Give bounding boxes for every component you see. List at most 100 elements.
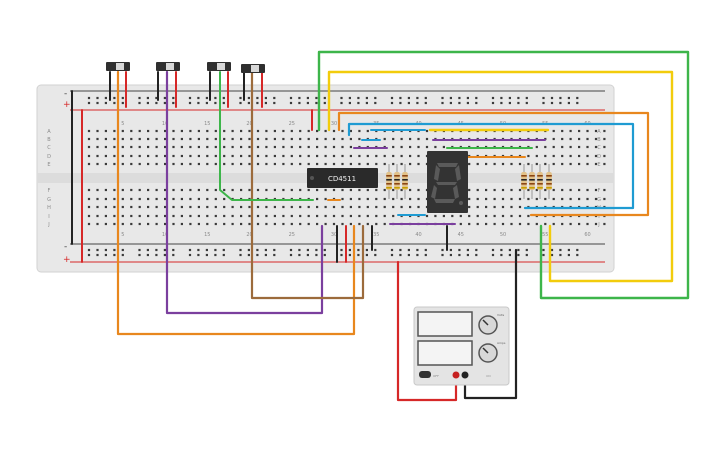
breadboard-hole[interactable]	[552, 222, 555, 226]
breadboard-hole[interactable]	[172, 137, 175, 141]
breadboard-hole[interactable]	[316, 197, 319, 201]
breadboard-hole[interactable]	[348, 96, 351, 100]
breadboard-hole[interactable]	[273, 248, 276, 252]
breadboard-hole[interactable]	[306, 101, 309, 105]
breadboard-hole[interactable]	[561, 188, 564, 192]
breadboard-hole[interactable]	[172, 222, 175, 226]
breadboard-hole[interactable]	[121, 145, 124, 149]
breadboard-hole[interactable]	[121, 154, 124, 158]
slide-switch[interactable]	[207, 62, 231, 71]
breadboard-hole[interactable]	[341, 145, 344, 149]
breadboard-hole[interactable]	[113, 129, 116, 133]
breadboard-hole[interactable]	[273, 96, 276, 100]
breadboard-hole[interactable]	[434, 214, 437, 218]
breadboard-hole[interactable]	[307, 222, 310, 226]
breadboard-hole[interactable]	[306, 96, 309, 100]
breadboard-hole[interactable]	[113, 137, 116, 141]
breadboard-hole[interactable]	[189, 129, 192, 133]
breadboard-hole[interactable]	[273, 137, 276, 141]
breadboard-hole[interactable]	[180, 145, 183, 149]
breadboard-hole[interactable]	[409, 154, 412, 158]
breadboard-hole[interactable]	[87, 137, 91, 141]
breadboard-hole[interactable]	[239, 96, 242, 100]
breadboard-hole[interactable]	[400, 154, 403, 158]
breadboard-hole[interactable]	[544, 222, 547, 226]
breadboard-hole[interactable]	[231, 222, 234, 226]
breadboard-hole[interactable]	[214, 214, 217, 218]
breadboard-hole[interactable]	[485, 188, 488, 192]
breadboard-hole[interactable]	[240, 154, 243, 158]
breadboard-hole[interactable]	[189, 154, 192, 158]
breadboard-hole[interactable]	[567, 96, 570, 100]
breadboard-hole[interactable]	[399, 96, 402, 100]
breadboard-hole[interactable]	[493, 162, 496, 166]
breadboard-hole[interactable]	[113, 253, 116, 257]
breadboard-hole[interactable]	[87, 96, 91, 100]
breadboard-hole[interactable]	[146, 248, 149, 252]
breadboard-hole[interactable]	[358, 222, 361, 226]
breadboard-hole[interactable]	[172, 145, 175, 149]
breadboard-hole[interactable]	[518, 205, 522, 209]
breadboard-hole[interactable]	[366, 129, 369, 133]
breadboard-hole[interactable]	[87, 154, 91, 158]
breadboard-hole[interactable]	[366, 205, 369, 209]
breadboard-hole[interactable]	[491, 101, 495, 105]
breadboard-hole[interactable]	[264, 248, 267, 252]
breadboard-hole[interactable]	[416, 96, 419, 100]
wire-black-supply[interactable]	[463, 248, 518, 400]
breadboard-hole[interactable]	[205, 101, 208, 105]
breadboard-hole[interactable]	[172, 96, 175, 100]
breadboard-hole[interactable]	[206, 197, 209, 201]
breadboard-hole[interactable]	[298, 101, 301, 105]
breadboard-hole[interactable]	[172, 253, 175, 257]
breadboard-hole[interactable]	[273, 222, 276, 226]
breadboard-hole[interactable]	[594, 137, 598, 141]
breadboard-hole[interactable]	[231, 214, 234, 218]
breadboard-hole[interactable]	[542, 96, 545, 100]
resistor[interactable]	[402, 164, 408, 199]
breadboard-hole[interactable]	[315, 96, 318, 100]
breadboard-hole[interactable]	[273, 253, 276, 257]
breadboard-hole[interactable]	[375, 214, 378, 218]
positive-terminal[interactable]	[452, 371, 460, 379]
breadboard-hole[interactable]	[282, 129, 285, 133]
breadboard-hole[interactable]	[357, 248, 360, 252]
breadboard-hole[interactable]	[87, 162, 91, 166]
breadboard-hole[interactable]	[374, 253, 377, 257]
breadboard-hole[interactable]	[493, 222, 496, 226]
breadboard-hole[interactable]	[324, 145, 327, 149]
breadboard-hole[interactable]	[392, 137, 395, 141]
breadboard-hole[interactable]	[206, 214, 209, 218]
breadboard-hole[interactable]	[172, 129, 175, 133]
breadboard-hole[interactable]	[214, 188, 217, 192]
breadboard-hole[interactable]	[324, 154, 327, 158]
breadboard-hole[interactable]	[256, 214, 260, 218]
breadboard-hole[interactable]	[603, 145, 606, 149]
breadboard-hole[interactable]	[485, 205, 488, 209]
breadboard-hole[interactable]	[206, 137, 209, 141]
breadboard-hole[interactable]	[223, 137, 226, 141]
breadboard-hole[interactable]	[306, 253, 309, 257]
breadboard-hole[interactable]	[407, 248, 410, 252]
breadboard-hole[interactable]	[501, 162, 505, 166]
breadboard-hole[interactable]	[586, 162, 589, 166]
breadboard-hole[interactable]	[138, 214, 141, 218]
breadboard-hole[interactable]	[87, 188, 91, 192]
breadboard-hole[interactable]	[578, 188, 581, 192]
breadboard-hole[interactable]	[544, 145, 547, 149]
breadboard-hole[interactable]	[214, 101, 217, 105]
breadboard-hole[interactable]	[324, 197, 327, 201]
breadboard-hole[interactable]	[214, 96, 217, 100]
breadboard-hole[interactable]	[567, 253, 570, 257]
breadboard-hole[interactable]	[307, 188, 310, 192]
breadboard-hole[interactable]	[96, 129, 99, 133]
breadboard-hole[interactable]	[510, 162, 513, 166]
seven-segment-display[interactable]	[427, 151, 468, 213]
breadboard-hole[interactable]	[400, 197, 403, 201]
breadboard-hole[interactable]	[518, 214, 522, 218]
breadboard-hole[interactable]	[247, 101, 250, 105]
wire-red-supply[interactable]	[396, 260, 458, 402]
slide-switch[interactable]	[106, 62, 130, 71]
breadboard-hole[interactable]	[96, 253, 99, 257]
breadboard-hole[interactable]	[121, 137, 124, 141]
